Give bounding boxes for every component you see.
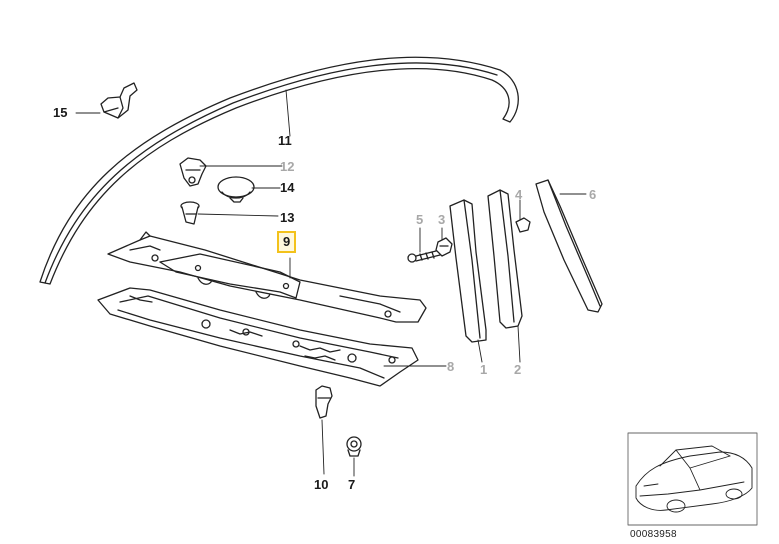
leader-lines <box>75 89 587 477</box>
label-part-11: 11 <box>278 133 292 148</box>
label-part-8: 8 <box>447 359 455 374</box>
vehicle-thumbnail <box>627 432 758 526</box>
label-part-2: 2 <box>514 362 522 377</box>
pillar-trim-part-6 <box>535 179 603 313</box>
clip-part-12 <box>179 157 207 187</box>
cowl-upper-panel-part-9 <box>107 231 427 323</box>
roof-trim-strip <box>39 56 519 285</box>
clip-part-10 <box>315 385 333 419</box>
label-part-3: 3 <box>438 212 446 227</box>
pillar-trim-part-1 <box>449 199 487 343</box>
cap-part-14 <box>217 176 255 203</box>
label-part-12: 12 <box>280 159 295 174</box>
pillar-trim-part-2 <box>487 189 523 329</box>
label-part-10: 10 <box>314 477 329 492</box>
nut-part-3 <box>435 237 453 257</box>
label-part-13: 13 <box>280 210 295 225</box>
grommet-part-7 <box>346 436 362 457</box>
label-part-5: 5 <box>416 212 424 227</box>
expanding-clip-part-13 <box>180 201 200 225</box>
label-part-14: 14 <box>280 180 295 195</box>
clip-part-4 <box>515 217 531 233</box>
label-part-1: 1 <box>480 362 488 377</box>
label-part-6: 6 <box>589 187 597 202</box>
diagram-reference-number: 00083958 <box>630 529 677 540</box>
label-part-9-highlighted: 9 <box>277 231 297 253</box>
screw-part-5 <box>407 249 441 263</box>
trim-clip-part-15 <box>100 82 138 119</box>
label-part-7: 7 <box>348 477 356 492</box>
cowl-lower-panel-part-8 <box>97 287 419 387</box>
label-part-4: 4 <box>515 187 523 202</box>
label-part-15: 15 <box>53 105 68 120</box>
